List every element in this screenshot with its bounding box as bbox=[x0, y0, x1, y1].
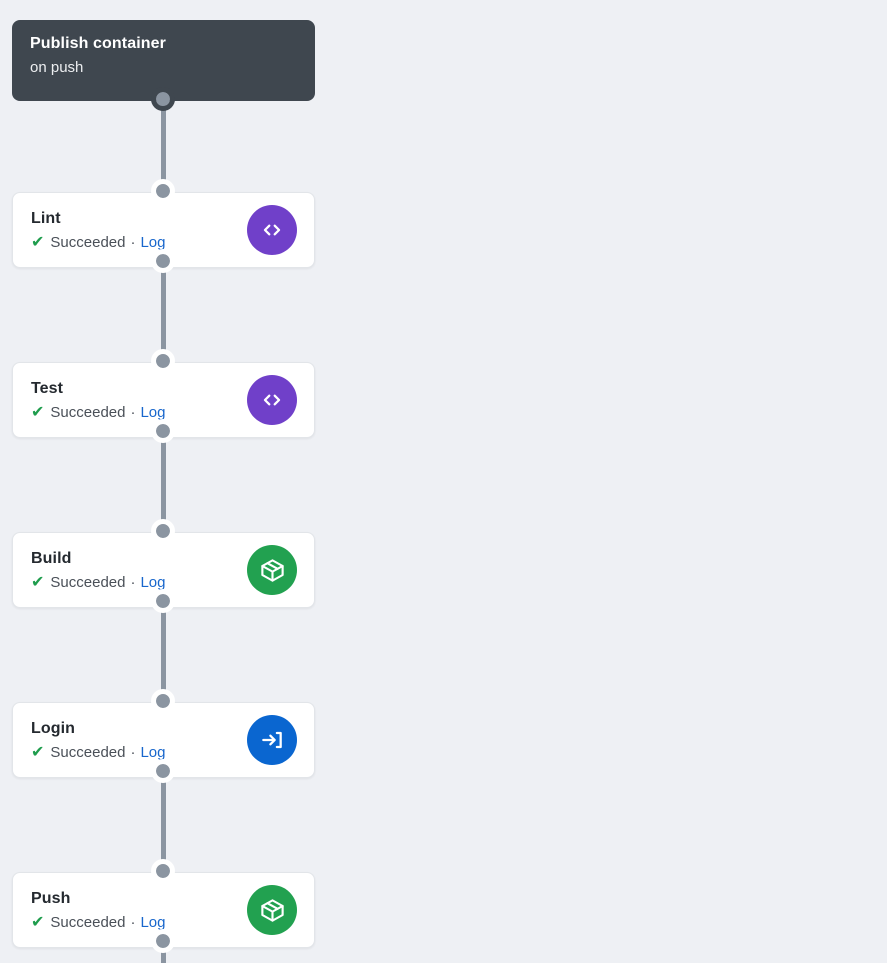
workflow-trigger: on push bbox=[30, 59, 84, 76]
connector-dot-build-out bbox=[151, 589, 175, 613]
step-status-label-lint: Succeeded bbox=[50, 233, 126, 251]
step-status-label-test: Succeeded bbox=[50, 403, 126, 421]
step-status-push: ✔ Succeeded · Log bbox=[31, 913, 247, 933]
connector-dot-test-out bbox=[151, 419, 175, 443]
login-icon[interactable] bbox=[247, 715, 297, 765]
step-text-push: Push ✔ Succeeded · Log bbox=[31, 888, 247, 933]
connector-line-header-to-lint bbox=[161, 96, 166, 198]
code-icon[interactable] bbox=[247, 205, 297, 255]
connector-dot-push-in bbox=[151, 859, 175, 883]
step-status-lint: ✔ Succeeded · Log bbox=[31, 233, 247, 253]
step-name-push: Push bbox=[31, 889, 71, 907]
step-name-lint: Lint bbox=[31, 209, 61, 227]
step-name-login: Login bbox=[31, 719, 76, 737]
step-name-build: Build bbox=[31, 549, 72, 567]
connector-dot-build-in bbox=[151, 519, 175, 543]
status-separator: · bbox=[130, 233, 136, 251]
connector-dot-header-out bbox=[151, 87, 175, 111]
status-separator: · bbox=[130, 913, 136, 931]
status-separator: · bbox=[130, 403, 136, 421]
step-text-login: Login ✔ Succeeded · Log bbox=[31, 718, 247, 763]
step-log-link-build[interactable]: Log bbox=[140, 573, 166, 591]
step-text-test: Test ✔ Succeeded · Log bbox=[31, 378, 247, 423]
connector-line-login-to-push bbox=[161, 772, 166, 878]
step-log-link-login[interactable]: Log bbox=[140, 743, 166, 761]
workflow-title: Publish container bbox=[30, 35, 166, 52]
step-name-test: Test bbox=[31, 379, 64, 397]
code-icon[interactable] bbox=[247, 375, 297, 425]
step-status-build: ✔ Succeeded · Log bbox=[31, 573, 247, 593]
step-status-label-build: Succeeded bbox=[50, 573, 126, 591]
step-status-label-login: Succeeded bbox=[50, 743, 126, 761]
step-status-label-push: Succeeded bbox=[50, 913, 126, 931]
success-check-icon: ✔ bbox=[31, 403, 45, 421]
connector-dot-test-in bbox=[151, 349, 175, 373]
step-status-login: ✔ Succeeded · Log bbox=[31, 743, 247, 763]
connector-dot-lint-out bbox=[151, 249, 175, 273]
step-log-link-push[interactable]: Log bbox=[140, 913, 166, 931]
status-separator: · bbox=[130, 743, 136, 761]
connector-line-build-to-login bbox=[161, 602, 166, 708]
connector-dot-push-out bbox=[151, 929, 175, 953]
connector-dot-lint-in bbox=[151, 179, 175, 203]
step-log-link-lint[interactable]: Log bbox=[140, 233, 166, 251]
success-check-icon: ✔ bbox=[31, 743, 45, 761]
connector-line-lint-to-test bbox=[161, 262, 166, 368]
success-check-icon: ✔ bbox=[31, 233, 45, 251]
status-separator: · bbox=[130, 573, 136, 591]
success-check-icon: ✔ bbox=[31, 573, 45, 591]
package-icon[interactable] bbox=[247, 885, 297, 935]
step-text-lint: Lint ✔ Succeeded · Log bbox=[31, 208, 247, 253]
connector-line-test-to-build bbox=[161, 432, 166, 538]
connector-dot-login-out bbox=[151, 759, 175, 783]
step-text-build: Build ✔ Succeeded · Log bbox=[31, 548, 247, 593]
success-check-icon: ✔ bbox=[31, 913, 45, 931]
package-icon[interactable] bbox=[247, 545, 297, 595]
step-status-test: ✔ Succeeded · Log bbox=[31, 403, 247, 423]
step-log-link-test[interactable]: Log bbox=[140, 403, 166, 421]
connector-dot-login-in bbox=[151, 689, 175, 713]
